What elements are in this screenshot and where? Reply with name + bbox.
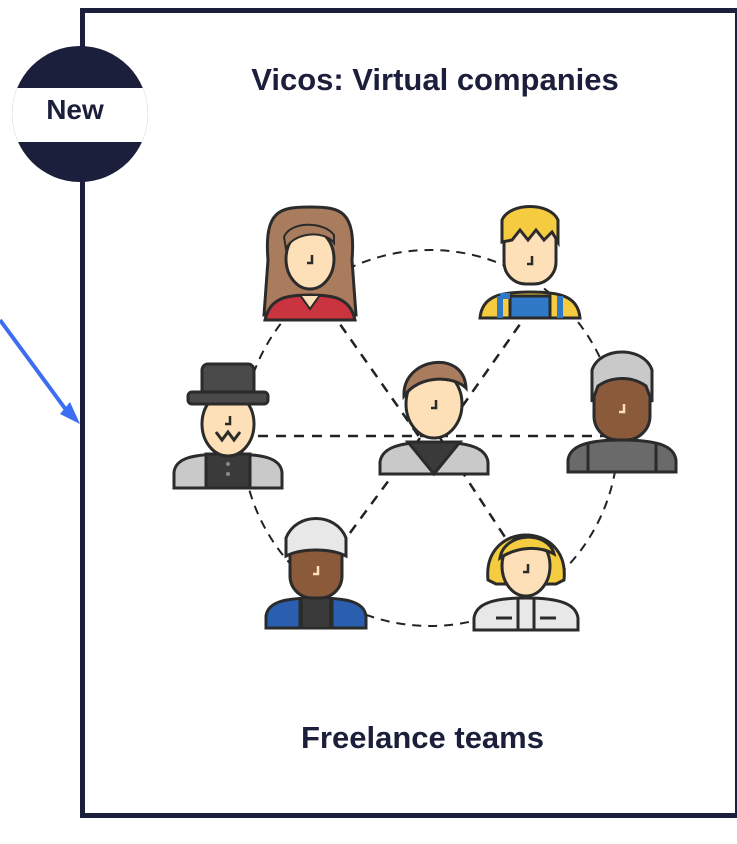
panel-caption: Freelance teams — [301, 720, 544, 755]
center-brown-hair-avatar — [378, 360, 490, 477]
new-badge-label: New — [46, 94, 104, 125]
pointer-arrow — [0, 318, 80, 424]
blonde-bob-avatar — [472, 533, 580, 632]
new-badge — [12, 46, 148, 182]
white-cap-dark-skin-avatar — [264, 517, 368, 630]
hat-mustache-avatar — [172, 362, 284, 490]
blonde-worker-avatar — [478, 205, 582, 320]
panel-title: Vicos: Virtual companies — [251, 62, 619, 97]
gray-hair-dark-skin-avatar — [566, 350, 678, 474]
woman-long-hair-avatar — [262, 205, 358, 322]
